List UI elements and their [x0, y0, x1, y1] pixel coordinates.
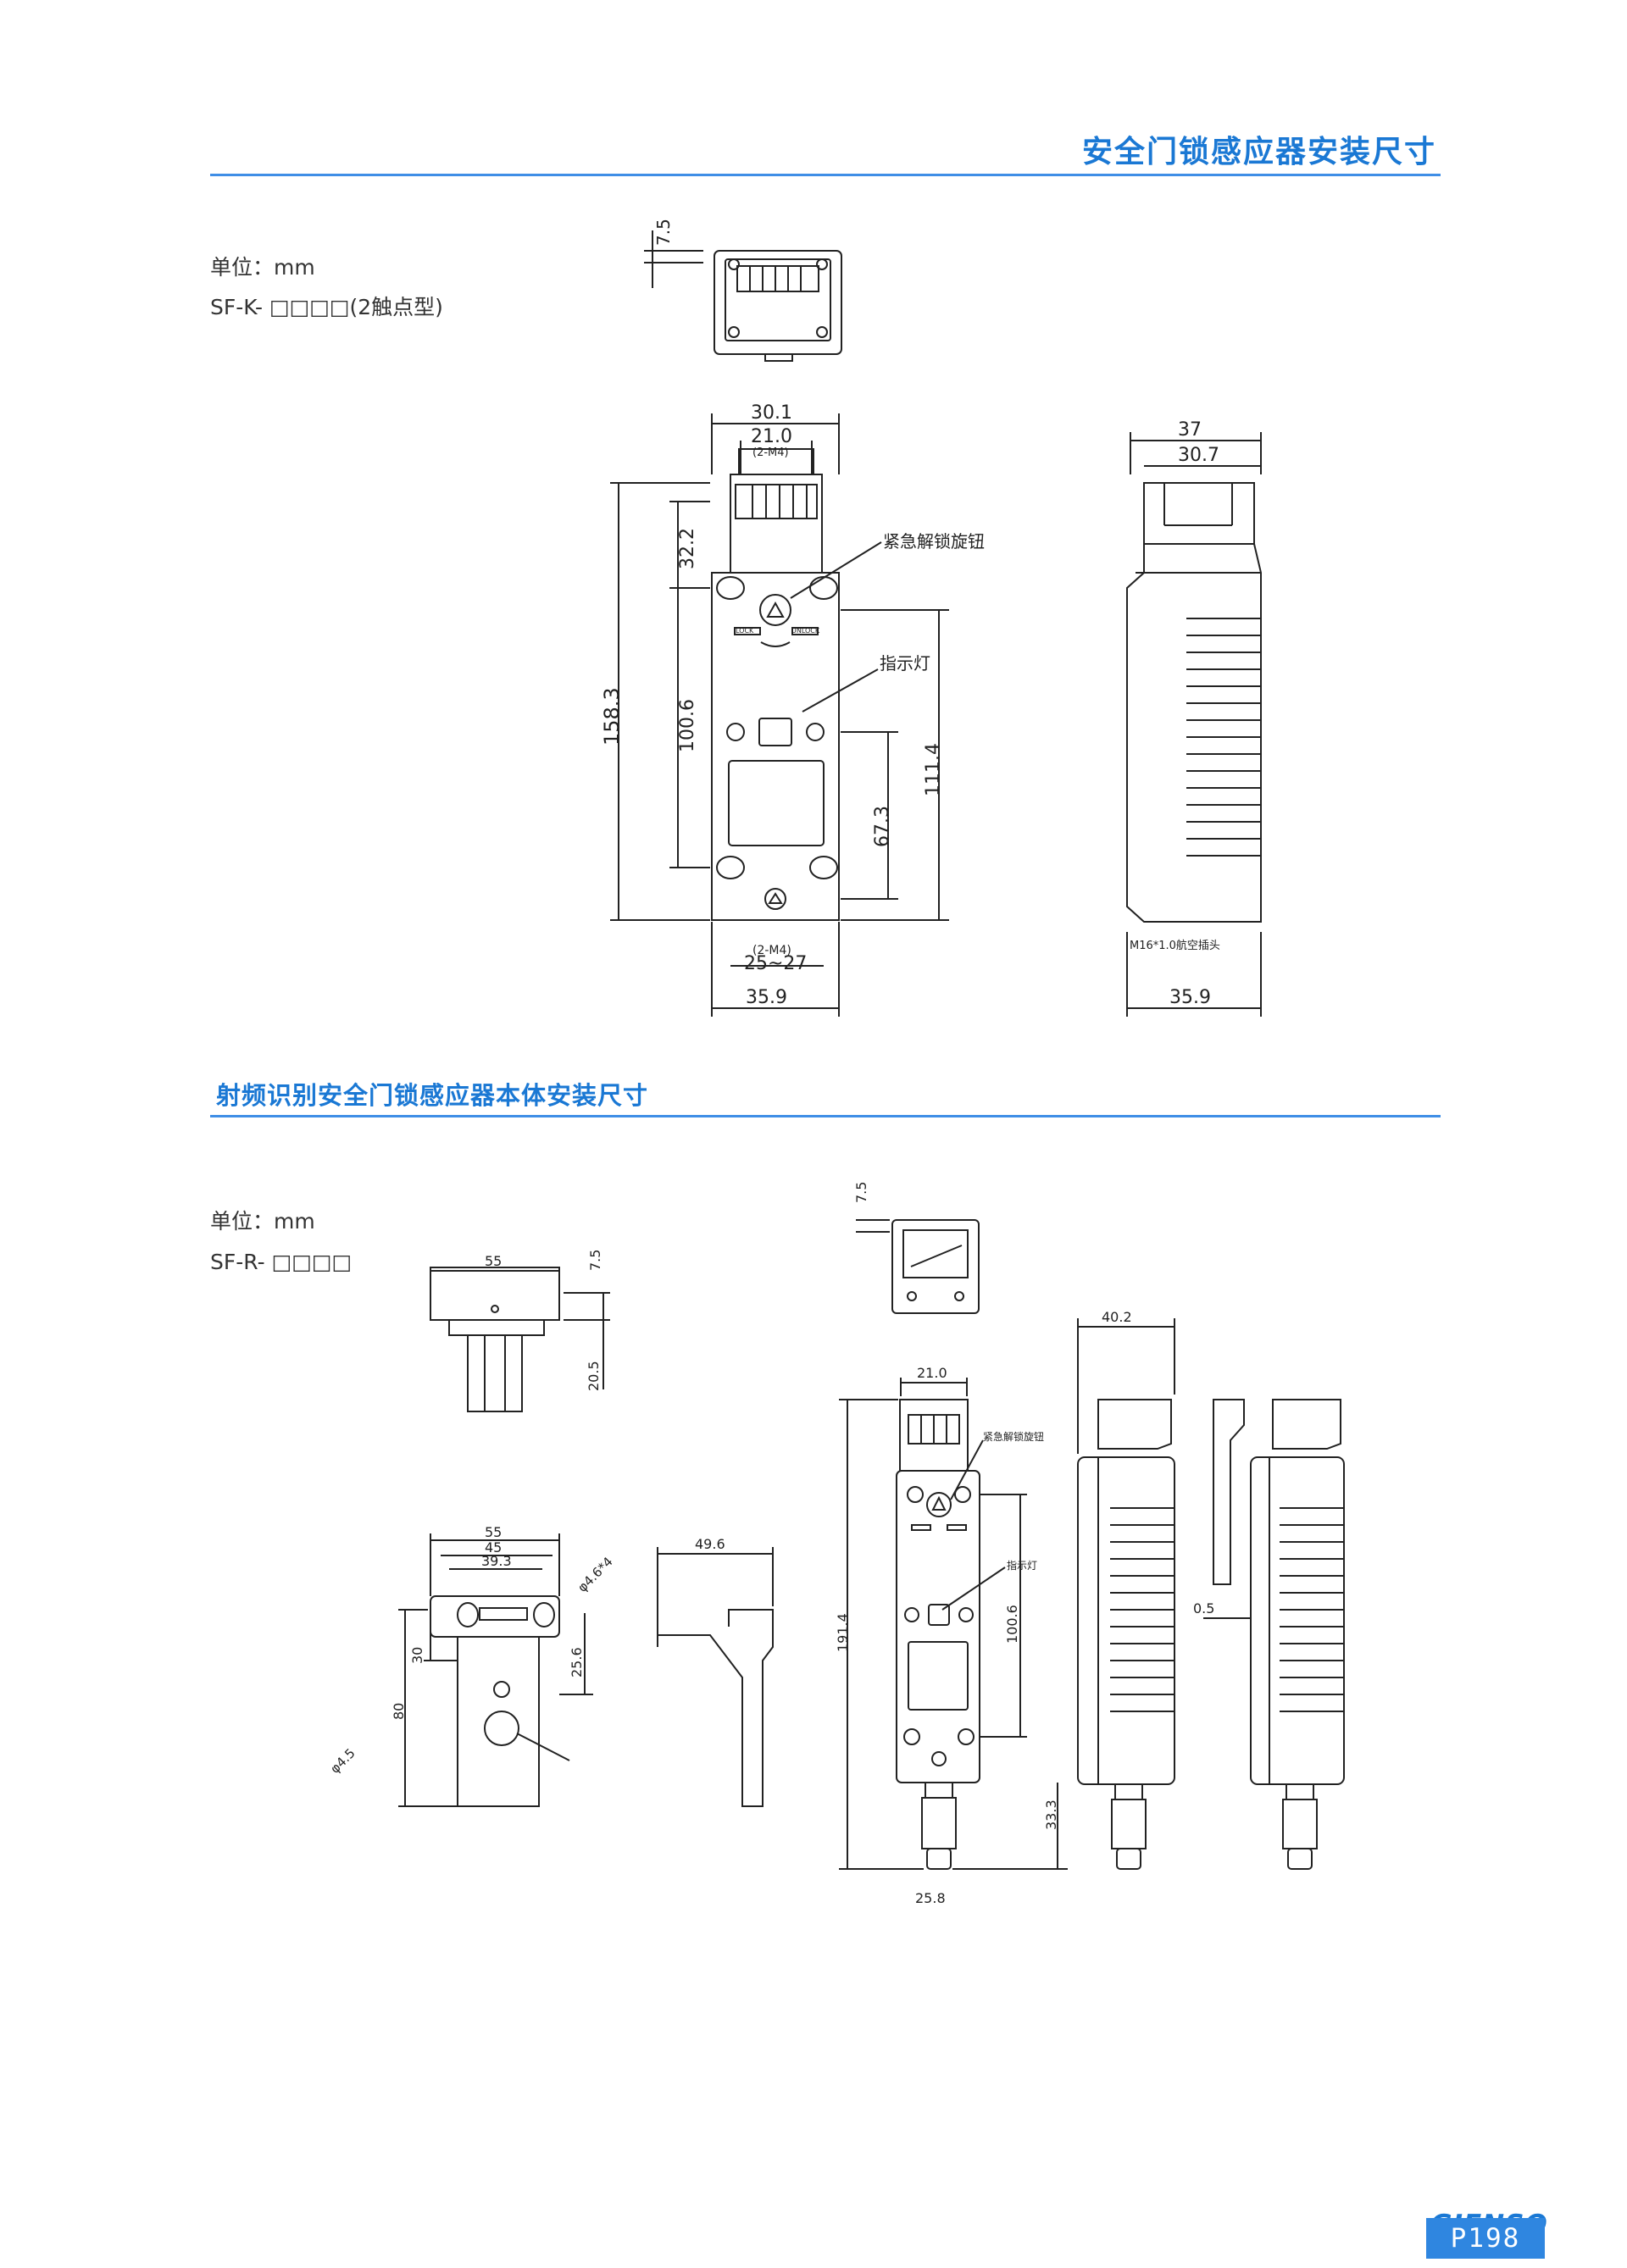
s2-dim-bracket-w3: 39.3 — [481, 1553, 512, 1569]
s2-bracket — [398, 1533, 593, 1807]
s1-label-indicator: 指示灯 — [880, 653, 930, 674]
s1-dim-side-bottom: 35.9 — [1169, 987, 1211, 1008]
section2-title: 射频识别安全门锁感应器本体安装尺寸 — [216, 1081, 649, 1110]
s2-dim-bracket-h2: 25.6 — [569, 1647, 585, 1677]
page-number: P198 — [1426, 2218, 1545, 2259]
s1-label-unlock: UNLOCK — [791, 627, 820, 635]
s2-label-indicator: 指示灯 — [1007, 1559, 1037, 1572]
section2-model: SF-R- □□□□ — [210, 1250, 353, 1274]
section2-unit: 单位：mm — [210, 1209, 315, 1234]
s1-dim-side-outer: 37 — [1178, 419, 1202, 441]
s2-dim-side-depth: 40.2 — [1102, 1309, 1132, 1325]
s2-dim-front-height: 191.4 — [835, 1613, 851, 1652]
section1-model: SF-K- □□□□(2触点型) — [210, 295, 443, 319]
s1-dim-thread-bottom: (2-M4) — [752, 944, 791, 957]
s1-dim-top-offset: 7.5 — [653, 219, 674, 246]
section1-unit: 单位：mm — [210, 255, 315, 280]
s1-dim-side-inner: 30.7 — [1178, 445, 1219, 466]
s2-dim-front-mid: 100.6 — [1004, 1605, 1020, 1644]
s1-dim-height-total: 158.3 — [600, 687, 624, 746]
s1-top-view — [644, 230, 842, 362]
s1-label-release-knob: 紧急解锁旋钮 — [883, 531, 985, 552]
s2-bracket-side — [657, 1547, 774, 1807]
s1-front-view — [610, 413, 949, 1017]
s1-dim-thread-top: (2-M4) — [752, 446, 789, 459]
s2-actuator — [430, 1267, 610, 1412]
s2-dim-side-gap: 0.5 — [1193, 1600, 1214, 1616]
s1-label-lock: LOCK — [736, 627, 754, 635]
s1-label-connector: M16*1.0航空插头 — [1130, 939, 1220, 952]
s2-dim-bracket-hole: φ4.6*4 — [575, 1554, 616, 1595]
header-rule — [210, 174, 1441, 176]
s2-label-release-knob: 紧急解锁旋钮 — [983, 1430, 1044, 1443]
s2-dim-side-width: 49.6 — [695, 1536, 725, 1552]
s2-dim-front-width: 21.0 — [917, 1365, 947, 1381]
s1-dim-height-mid: 100.6 — [677, 699, 698, 752]
section2-rule — [210, 1115, 1441, 1117]
s2-dim-bracket-h1: 30 — [409, 1647, 425, 1664]
s2-dim-actuator-width: 55 — [485, 1253, 502, 1269]
s1-dim-width-inner: 21.0 — [751, 426, 792, 447]
s1-dim-height-upper: 32.2 — [677, 528, 698, 569]
s1-dim-width-outer: 30.1 — [751, 402, 792, 424]
s1-dim-range-bottom: 25~27 — [744, 953, 807, 974]
page-header-title: 安全门锁感应器安装尺寸 — [1081, 135, 1436, 169]
s2-dim-actuator-offset: 7.5 — [587, 1250, 603, 1271]
s2-dim-actuator-height: 20.5 — [586, 1361, 602, 1391]
s2-dim-top-offset: 7.5 — [853, 1182, 869, 1203]
s2-dim-bracket-w2: 45 — [485, 1539, 502, 1555]
s1-dim-width-bottom: 35.9 — [746, 987, 787, 1008]
s2-dim-bracket-h3: 80 — [391, 1703, 407, 1720]
s2-top-view — [856, 1219, 980, 1314]
s1-side-view — [1126, 432, 1262, 1017]
s2-side-views — [1077, 1318, 1345, 1870]
s2-dim-bracket-w1: 55 — [485, 1524, 502, 1540]
s1-dim-height-lower: 67.3 — [872, 806, 893, 847]
s2-front-view — [839, 1378, 1068, 1870]
s2-dim-front-bottom-width: 25.8 — [915, 1890, 946, 1906]
s2-dim-bracket-hole2: φ4.5 — [327, 1745, 358, 1777]
s2-dim-front-bottom: 33.3 — [1043, 1799, 1059, 1830]
s1-dim-height-right: 111.4 — [923, 743, 944, 796]
